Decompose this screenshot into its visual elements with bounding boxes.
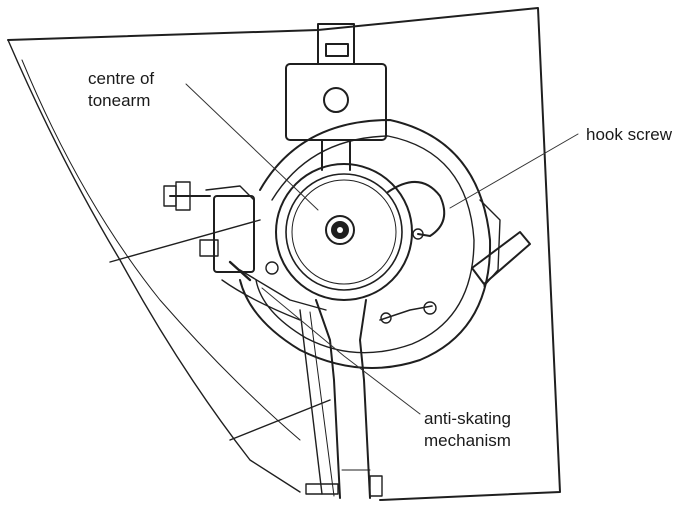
label-centre-of-tonearm: centre of tonearm <box>88 68 154 112</box>
plinth-lower-diagonal <box>229 399 331 441</box>
tonearm-base-ring <box>239 119 492 369</box>
label-hook-screw: hook screw <box>586 125 672 144</box>
label-anti-line-1: anti-skating <box>424 409 511 428</box>
leader-centre <box>185 83 319 211</box>
leader-lines <box>185 83 579 415</box>
plinth-left-edge <box>7 39 301 493</box>
tonearm-tube <box>299 299 383 499</box>
label-anti-line-2: mechanism <box>424 431 511 450</box>
plinth-outline <box>7 7 561 501</box>
label-anti-skating-mechanism: anti-skating mechanism <box>424 408 511 452</box>
plinth-curve <box>21 59 301 441</box>
label-centre-line-1: centre of <box>88 69 155 88</box>
anti-skating-assembly <box>163 181 327 321</box>
pivot-top-mount <box>285 23 387 171</box>
pivot-disc <box>275 163 424 301</box>
leader-anti <box>261 287 421 415</box>
arm-rest <box>471 199 531 287</box>
hook-screw-part <box>379 180 446 324</box>
label-centre-line-2: tonearm <box>88 91 151 110</box>
plinth-diagonal <box>109 219 261 263</box>
leader-hook <box>449 133 579 209</box>
